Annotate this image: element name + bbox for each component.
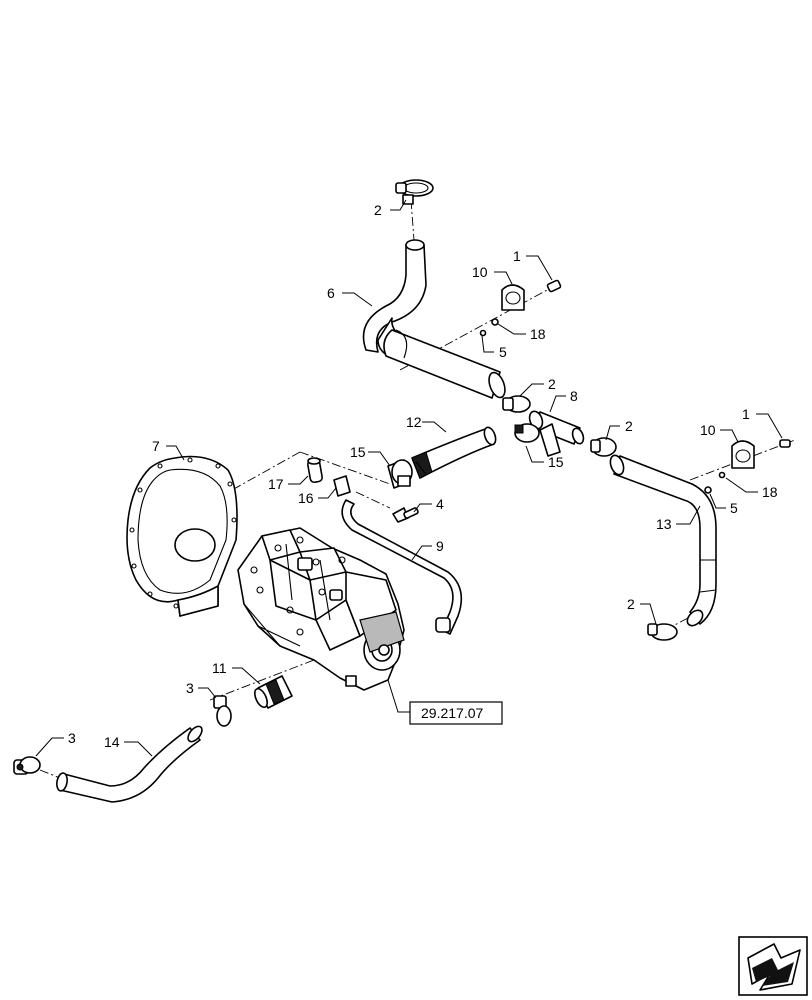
callout-1: 1	[742, 406, 750, 422]
pump-assembly	[237, 527, 405, 691]
small-parts-center	[307, 457, 419, 523]
callout-labels: 2 1 10 6 18 5 2 8 2 1 10 12 7 15 15 18 1…	[68, 202, 778, 750]
tee-assembly	[502, 395, 617, 457]
clamp-3-low	[13, 756, 41, 775]
fasteners-right	[704, 439, 791, 494]
callout-2: 2	[627, 596, 635, 612]
callout-4: 4	[436, 496, 444, 512]
tube-9	[341, 499, 463, 635]
callout-12: 12	[406, 414, 422, 430]
section-reference[interactable]: 29.217.07	[409, 701, 503, 725]
hose-13	[609, 454, 717, 627]
callout-2: 2	[374, 202, 382, 218]
hose-12	[411, 426, 497, 479]
callout-1: 1	[513, 248, 521, 264]
clamp-15	[387, 459, 413, 489]
callout-3: 3	[68, 730, 76, 746]
callout-18: 18	[762, 484, 778, 500]
callout-18: 18	[530, 326, 546, 342]
callout-6: 6	[327, 285, 335, 301]
callout-11: 11	[212, 660, 227, 676]
callout-15: 15	[548, 454, 564, 470]
hose-14	[56, 725, 203, 803]
clamp-lower-right	[647, 623, 678, 641]
callout-5: 5	[499, 344, 507, 360]
fasteners-upper	[479, 279, 562, 337]
housing-7	[126, 455, 238, 617]
next-page-arrow-icon[interactable]	[738, 936, 808, 996]
hose-6	[362, 239, 506, 399]
callout-13: 13	[656, 516, 672, 532]
callout-5: 5	[730, 500, 738, 516]
callout-7: 7	[152, 438, 160, 454]
callout-8: 8	[570, 388, 578, 404]
clamp-top	[395, 179, 434, 205]
callout-3: 3	[186, 680, 194, 696]
callout-14: 14	[104, 734, 120, 750]
clamp-3-mid	[213, 695, 232, 727]
callout-2: 2	[625, 418, 633, 434]
callout-10: 10	[700, 422, 716, 438]
callout-15: 15	[350, 444, 366, 460]
leader-lines	[35, 199, 783, 757]
callout-17: 17	[268, 476, 284, 492]
fitting-11	[254, 675, 293, 709]
callout-10: 10	[472, 264, 488, 280]
callout-9: 9	[436, 538, 444, 554]
callout-16: 16	[298, 490, 314, 506]
section-reference-label: 29.217.07	[421, 705, 483, 721]
callout-2: 2	[548, 376, 556, 392]
